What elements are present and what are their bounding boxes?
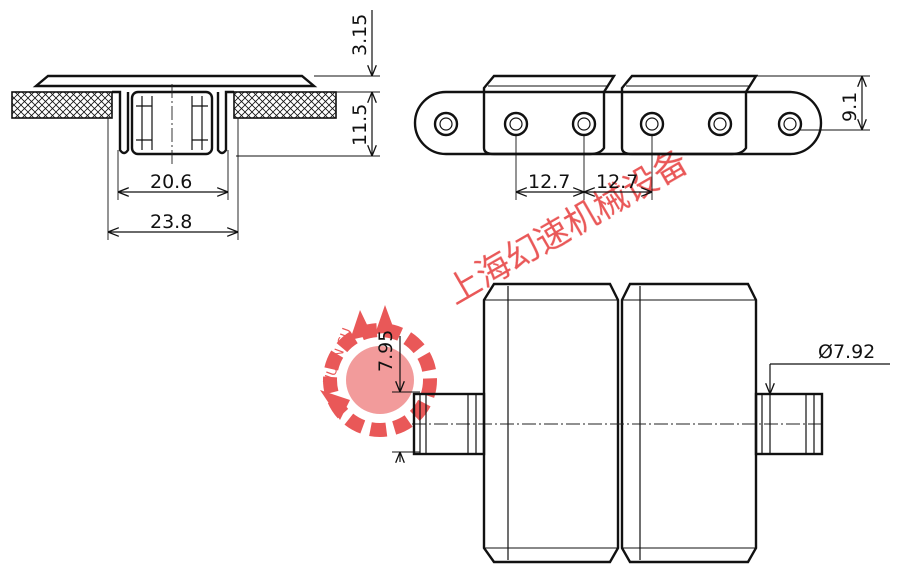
dim-flight-thickness: 3.15 <box>349 14 371 56</box>
dim-plate-height: 9.1 <box>839 92 861 122</box>
dim-link-height: 11.5 <box>349 104 371 146</box>
dim-pitch-right: 12.7 <box>596 171 638 193</box>
dim-outer-width: 23.8 <box>150 211 192 233</box>
dim-pitch-left: 12.7 <box>528 171 570 193</box>
dim-pin-diameter: Ø7.92 <box>818 341 875 363</box>
top-view: 7.95 Ø7.92 <box>375 282 890 564</box>
dim-inner-width: 20.6 <box>150 171 192 193</box>
section-view: 20.6 23.8 3.15 11.5 <box>11 10 380 240</box>
watermark-company-text: 上海幻速机械设备 <box>440 142 696 313</box>
gear-logo-icon <box>320 305 437 437</box>
dim-roller-diameter: 7.95 <box>375 330 397 372</box>
side-view: 12.7 12.7 9.1 <box>413 74 870 200</box>
